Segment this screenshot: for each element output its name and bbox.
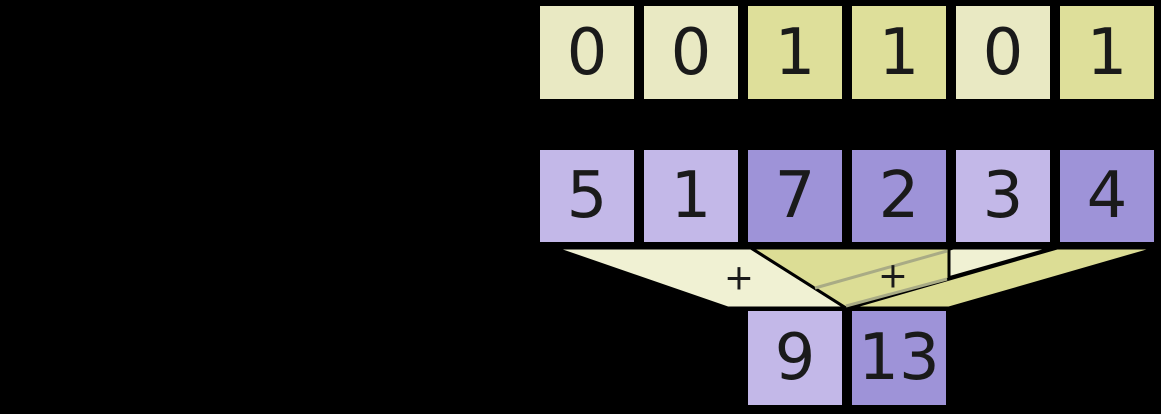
sum-cell-masked: 13 — [849, 308, 949, 408]
mask-cell-4: 1 — [849, 3, 949, 102]
plus-operator-left: + — [724, 258, 754, 299]
plus-operator-right: + — [878, 256, 908, 297]
crossover-stripe-upper — [814, 249, 948, 290]
mask-cell-1: 0 — [537, 3, 637, 102]
value-cell-5: 3 — [953, 147, 1053, 245]
mask-cell-6: 1 — [1057, 3, 1157, 102]
mask-cell-2: 0 — [641, 3, 741, 102]
value-cell-1: 5 — [537, 147, 637, 245]
value-cell-6: 4 — [1057, 147, 1157, 245]
value-cell-3: 7 — [745, 147, 845, 245]
crossover-stripe-lower — [845, 277, 948, 308]
mask-cell-5: 0 — [953, 3, 1053, 102]
mask-cell-3: 1 — [745, 3, 845, 102]
value-cell-4: 2 — [849, 147, 949, 245]
sum-cell-unmasked: 9 — [745, 308, 845, 408]
value-cell-2: 1 — [641, 147, 741, 245]
